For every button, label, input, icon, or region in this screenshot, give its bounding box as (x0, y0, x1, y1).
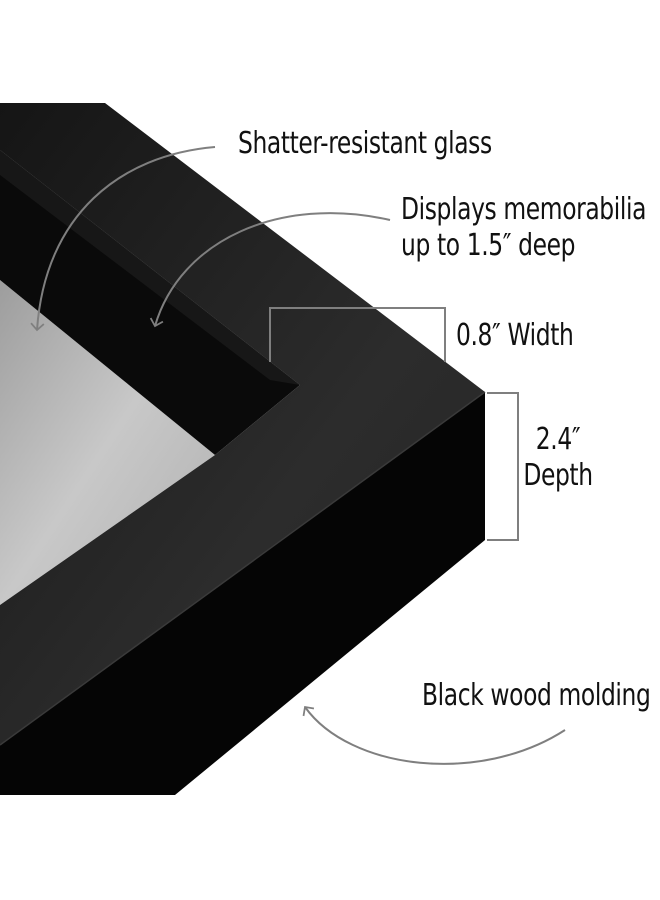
molding-callout-label: Black wood molding (422, 678, 651, 713)
depth-capacity-line-1: Displays memorabilia (401, 192, 647, 227)
frame-side (0, 392, 485, 795)
glass-callout-label: Shatter-resistant glass (238, 126, 492, 161)
depth-dimension-bracket (487, 392, 519, 541)
width-dimension-bracket (269, 307, 446, 362)
glass-callout-arrow (30, 146, 216, 332)
backing-board (0, 280, 215, 605)
frame-face (0, 103, 485, 745)
frame-edge-highlight (0, 391, 486, 746)
depth-capacity-callout-label: Displays memorabilia up to 1.5″ deep (401, 192, 646, 264)
depth-capacity-line-2: up to 1.5″ deep (401, 228, 576, 263)
depth-capacity-callout-arrow (149, 212, 391, 328)
depth-value: 2.4″ (535, 422, 581, 457)
depth-dimension-label: 2.4″ Depth (511, 422, 605, 494)
molding-callout-arrow (302, 705, 566, 765)
depth-caption: Depth (523, 458, 593, 493)
width-dimension-label: 0.8″ Width (456, 318, 574, 353)
